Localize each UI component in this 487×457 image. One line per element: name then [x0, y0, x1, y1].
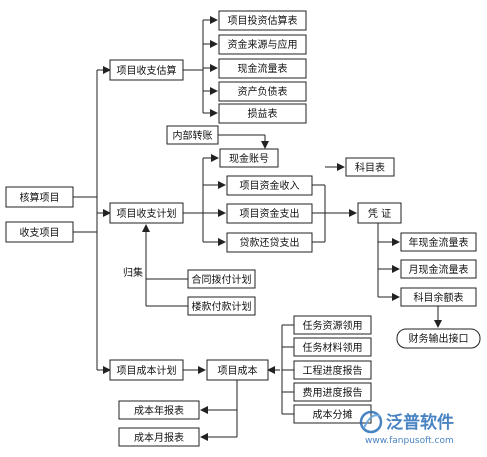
node-loukuan: 楼款付款计划: [187, 296, 256, 316]
node-neibu-zhuanzhang: 内部转账: [166, 125, 219, 145]
node-xianjin-zhanghao: 现金账号: [219, 148, 279, 168]
node-touzi-guji-label: 项目投资估算表: [228, 14, 298, 27]
guizhang-label: 归集: [123, 266, 143, 279]
node-xianjin-zhanghao-label: 现金账号: [229, 152, 269, 165]
node-yuebao: 成本月报表: [118, 427, 200, 447]
node-shouzhi: 收支项目: [5, 221, 74, 243]
node-jihua: 项目收支计划: [109, 202, 184, 224]
node-kemu-label: 科目表: [355, 161, 385, 174]
node-yue-xianjin-label: 月现金流量表: [409, 263, 469, 276]
node-feiyong: 费用进度报告: [293, 382, 372, 402]
node-zijin-shouru: 项目资金收入: [226, 175, 313, 196]
node-nian-xianjin: 年现金流量表: [400, 232, 477, 252]
node-zijin-laiyuan: 资金来源与应用: [218, 34, 307, 55]
node-renwu-ziyuan-label: 任务资源领用: [303, 319, 363, 332]
node-fentan: 成本分摊: [293, 404, 372, 424]
connectors: [73, 16, 442, 441]
watermark: 泛普软件 www.fanpusoft.com: [359, 410, 454, 446]
node-hetong-label: 合同拨付计划: [192, 273, 252, 286]
node-hesuan: 核算项目: [5, 186, 74, 208]
node-pingzheng-label: 凭 证: [368, 207, 391, 220]
node-loukuan-label: 楼款付款计划: [192, 300, 252, 313]
node-gongcheng: 工程进度报告: [293, 360, 372, 380]
node-chengben-jihua: 项目成本计划: [109, 359, 184, 381]
node-zichan-fuzhai-label: 资产负债表: [238, 85, 288, 98]
node-kemu-yue-label: 科目余额表: [414, 291, 464, 304]
node-guji: 项目收支估算: [109, 59, 184, 81]
fanpu-logo-icon: [359, 410, 383, 434]
node-sunyi-label: 损益表: [248, 107, 278, 120]
node-renwu-cailiao: 任务材料领用: [293, 337, 372, 357]
node-zijin-shouru-label: 项目资金收入: [240, 179, 300, 192]
node-chengben: 项目成本: [206, 359, 269, 381]
node-neibu-zhuanzhang-label: 内部转账: [173, 129, 213, 142]
node-xianjin-liuliang-label: 现金流量表: [238, 62, 288, 75]
node-sunyi: 损益表: [218, 103, 307, 124]
node-jihua-label: 项目收支计划: [117, 207, 177, 220]
node-zijin-zhichu: 项目资金支出: [226, 203, 313, 224]
node-zijin-zhichu-label: 项目资金支出: [240, 207, 300, 220]
node-xianjin-liuliang: 现金流量表: [218, 58, 307, 79]
node-gongcheng-label: 工程进度报告: [303, 364, 363, 377]
node-renwu-cailiao-label: 任务材料领用: [303, 341, 363, 354]
node-chengben-label: 项目成本: [218, 364, 258, 377]
node-renwu-ziyuan: 任务资源领用: [293, 315, 372, 335]
node-caiwu: 财务输出接口: [396, 328, 481, 349]
node-daikuan: 贷款还贷支出: [226, 232, 313, 253]
node-touzi-guji: 项目投资估算表: [218, 10, 307, 31]
node-pingzheng: 凭 证: [357, 202, 402, 224]
node-feiyong-label: 费用进度报告: [303, 386, 363, 399]
node-fentan-label: 成本分摊: [313, 408, 353, 421]
node-nianbao-label: 成本年报表: [134, 404, 184, 417]
node-zichan-fuzhai: 资产负债表: [218, 81, 307, 102]
node-chengben-jihua-label: 项目成本计划: [117, 364, 177, 377]
node-nianbao: 成本年报表: [118, 400, 200, 420]
watermark-brand: 泛普软件: [386, 412, 454, 433]
node-nian-xianjin-label: 年现金流量表: [409, 236, 469, 249]
node-hetong: 合同拨付计划: [187, 269, 256, 289]
node-zijin-laiyuan-label: 资金来源与应用: [228, 38, 298, 51]
node-caiwu-label: 财务输出接口: [409, 332, 469, 345]
node-hesuan-label: 核算项目: [20, 191, 60, 204]
watermark-url: www.fanpusoft.com: [365, 436, 454, 446]
node-kemu: 科目表: [345, 157, 395, 177]
node-daikuan-label: 贷款还贷支出: [240, 236, 300, 249]
node-kemu-yue: 科目余额表: [400, 287, 477, 307]
node-shouzhi-label: 收支项目: [20, 226, 60, 239]
node-yuebao-label: 成本月报表: [134, 431, 184, 444]
node-guji-label: 项目收支估算: [117, 64, 177, 77]
node-yue-xianjin: 月现金流量表: [400, 259, 477, 279]
